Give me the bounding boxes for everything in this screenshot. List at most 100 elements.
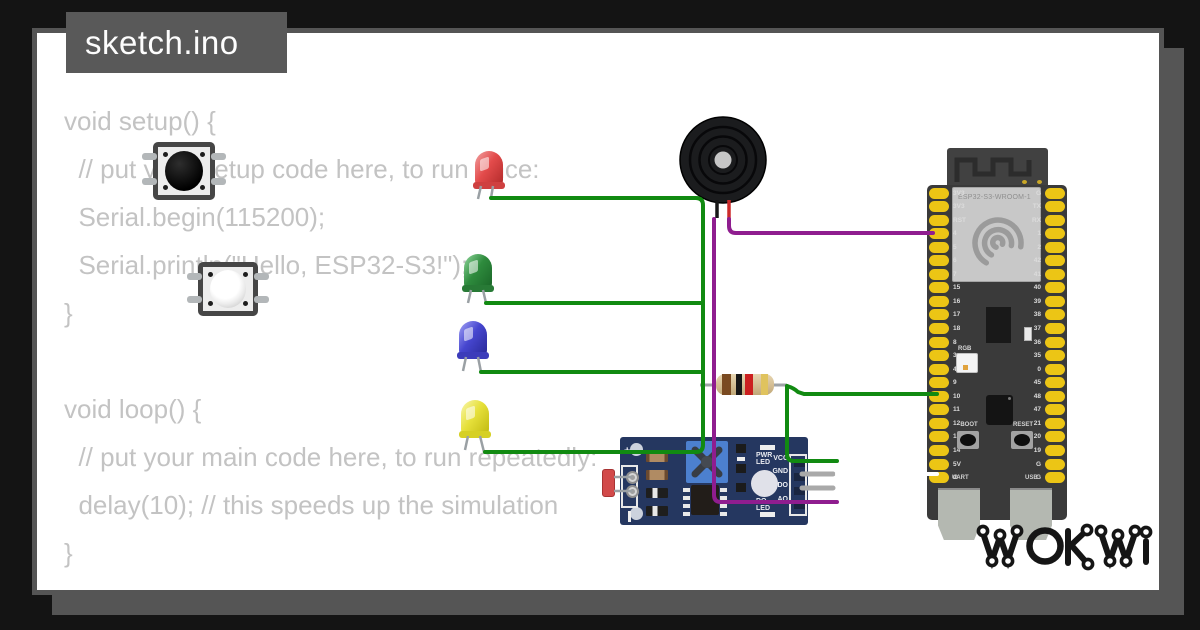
gpio-pad-48[interactable] [1045, 390, 1065, 402]
gpio-pad-40[interactable] [1045, 282, 1065, 294]
button-leg [187, 273, 202, 280]
reset-button[interactable] [1011, 431, 1033, 449]
resistor-band-red [745, 374, 753, 395]
pin-label: 3 [953, 352, 957, 360]
esp32-wroom-module: ESP32-S3-WROOM-1 [952, 187, 1041, 282]
smd-component [646, 488, 668, 498]
gpio-pad-39[interactable] [1045, 295, 1065, 307]
sensitivity-trimpot[interactable] [686, 441, 728, 483]
comparator-ic [691, 485, 719, 515]
piezo-buzzer[interactable] [678, 115, 768, 205]
gpio-pad-g[interactable] [1045, 187, 1065, 199]
gpio-pad-6[interactable] [929, 255, 949, 267]
pushbutton-black[interactable] [142, 142, 226, 200]
gpio-pad-2[interactable] [1045, 241, 1065, 253]
pin-label: 40 [1033, 284, 1041, 292]
pin-label: G [1035, 474, 1041, 482]
gpio-pad-37[interactable] [1045, 323, 1065, 334]
buzzer-body [679, 116, 767, 204]
pin-label: 45 [1033, 379, 1041, 387]
gpio-pad-18[interactable] [929, 323, 949, 334]
led-red[interactable] [473, 151, 505, 189]
led-green[interactable] [462, 254, 494, 292]
gpio-pad-15[interactable] [929, 282, 949, 294]
gpio-pad-rst[interactable] [929, 214, 949, 226]
pin-label: RST [953, 216, 966, 224]
pin-label: 6 [953, 257, 957, 265]
gpio-pad-10[interactable] [929, 390, 949, 402]
gpio-pad-tx[interactable] [1045, 201, 1065, 213]
sketch-filename-tab: sketch.ino [66, 12, 287, 73]
uart-port-label: UART [952, 475, 969, 481]
led-blue[interactable] [457, 321, 489, 359]
gpio-pad-8[interactable] [929, 336, 949, 348]
gpio-pad-21[interactable] [1045, 417, 1065, 429]
gpio-pad-12[interactable] [929, 417, 949, 429]
gpio-pad-46[interactable] [929, 363, 949, 375]
gpio-pad-16[interactable] [929, 295, 949, 307]
gpio-pad-11[interactable] [929, 404, 949, 416]
gpio-pad-5v[interactable] [929, 458, 949, 470]
pushbutton-cap[interactable] [210, 270, 246, 308]
gpio-pad-1[interactable] [1045, 228, 1065, 240]
wifi-antenna [947, 148, 1048, 187]
module-pin-label-gnd: GND [772, 468, 788, 476]
pushbutton-white[interactable] [187, 262, 269, 316]
gpio-pad-14[interactable] [929, 444, 949, 456]
boot-button[interactable] [957, 431, 979, 449]
photoresistor-ldr[interactable] [602, 469, 615, 497]
code-line: void setup() { [64, 106, 216, 136]
gpio-pad-3[interactable] [929, 350, 949, 362]
gpio-pad-38[interactable] [1045, 309, 1065, 321]
gpio-pad-19[interactable] [1045, 444, 1065, 456]
gpio-pad-g[interactable] [1045, 472, 1065, 484]
gpio-pad-13[interactable] [929, 431, 949, 443]
gpio-pad-42[interactable] [1045, 255, 1065, 267]
pin-label: 36 [1033, 338, 1041, 346]
smd-pad [760, 445, 775, 450]
gpio-pad-7[interactable] [929, 268, 949, 280]
pin-label: 37 [1033, 325, 1041, 332]
gpio-pad-41[interactable] [1045, 268, 1065, 280]
gpio-pad-3v3[interactable] [929, 201, 949, 213]
terminal-hole [626, 485, 639, 498]
button-screw-dot [163, 185, 168, 190]
pin-label: 5 [953, 243, 957, 251]
gpio-pad-20[interactable] [1045, 431, 1065, 443]
trimpot-screw [691, 446, 723, 478]
ic-pin [720, 512, 727, 516]
pin-label: 5V [953, 460, 961, 468]
antenna-pad [1022, 180, 1027, 184]
gpio-pad-g[interactable] [1045, 458, 1065, 470]
pin-label: 11 [953, 406, 960, 414]
pushbutton-cap[interactable] [165, 151, 203, 191]
gpio-pad-g[interactable] [929, 472, 949, 484]
pin-label: 18 [953, 325, 961, 332]
gpio-pad-17[interactable] [929, 309, 949, 321]
gpio-pad-36[interactable] [1045, 336, 1065, 348]
gpio-pad-3v3[interactable] [929, 187, 949, 199]
ic-pin [683, 488, 690, 492]
button-screw-dot [163, 152, 168, 157]
button-leg [211, 178, 226, 185]
gpio-pad-35[interactable] [1045, 350, 1065, 362]
ic-pin [683, 512, 690, 516]
gpio-pad-9[interactable] [929, 377, 949, 389]
led-yellow[interactable] [459, 400, 491, 438]
mounting-hole [630, 507, 643, 520]
smd-resistor [646, 452, 668, 462]
code-line: void loop() { [64, 394, 202, 424]
gpio-pad-47[interactable] [1045, 404, 1065, 416]
pin-label: G [1035, 189, 1041, 197]
resistor-1k[interactable] [716, 374, 774, 395]
ic-pin [720, 496, 727, 500]
gpio-pad-0[interactable] [1045, 363, 1065, 375]
gpio-pad-45[interactable] [1045, 377, 1065, 389]
gpio-pad-4[interactable] [929, 228, 949, 240]
module-pin-label-do: DO [777, 481, 789, 489]
gpio-pad-rx[interactable] [1045, 214, 1065, 226]
gpio-pad-5[interactable] [929, 241, 949, 253]
